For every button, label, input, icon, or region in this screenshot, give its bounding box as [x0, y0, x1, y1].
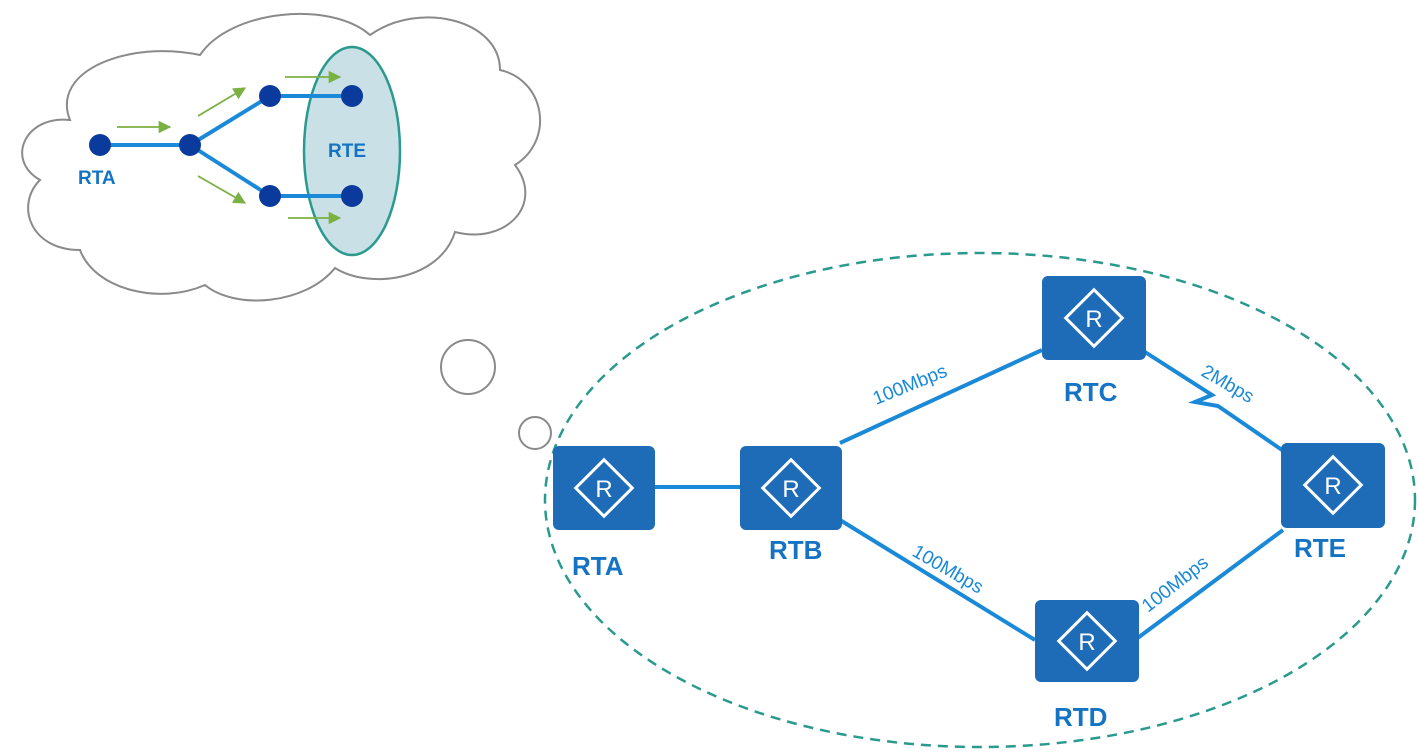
destination-highlight: [302, 45, 402, 257]
router-rte: R: [1281, 443, 1385, 528]
svg-text:R: R: [782, 476, 799, 503]
svg-text:R: R: [1324, 473, 1341, 500]
cloud-source-label: RTA: [78, 168, 116, 189]
router-label-rtc: RTC: [1064, 377, 1118, 407]
flow-arrow: [197, 175, 247, 204]
flow-arrows: [117, 70, 342, 225]
router-icon: R: [1302, 454, 1364, 516]
network-boundary: [543, 251, 1417, 749]
router-rtd: R: [1035, 600, 1139, 682]
svg-text:R: R: [1078, 629, 1095, 656]
thought-cloud: [21, 12, 552, 450]
node-dot: [259, 185, 281, 207]
router-icon: R: [760, 457, 822, 519]
flow-arrow: [197, 87, 247, 117]
thought-bubble-small: [518, 416, 552, 450]
node-dot: [179, 134, 201, 156]
router-rta: R: [553, 446, 655, 530]
link-rtb-rtd: [838, 518, 1037, 642]
topology-links: [655, 348, 1285, 642]
router-icon: R: [1063, 287, 1125, 349]
router-label-rte: RTE: [1294, 533, 1346, 563]
thought-bubble-large: [440, 339, 496, 395]
svg-text:R: R: [1085, 306, 1102, 333]
router-icon: R: [573, 457, 635, 519]
cloud-destination-label: RTE: [328, 141, 366, 162]
bandwidth-label-rtc-rte: 2Mbps: [1198, 361, 1258, 408]
router-label-rtb: RTB: [769, 535, 822, 565]
bandwidth-label-rtd-rte: 100Mbps: [1138, 552, 1213, 617]
cloud-nodes: [89, 85, 363, 207]
router-rtb: R: [740, 446, 842, 530]
svg-text:R: R: [595, 476, 612, 503]
bandwidth-label-rtb-rtc: 100Mbps: [870, 361, 950, 410]
node-dot-source: [89, 134, 111, 156]
router-label-rtd: RTD: [1054, 702, 1107, 732]
link-rtd-rte: [1133, 528, 1285, 642]
router-label-rta: RTA: [572, 551, 624, 581]
router-rtc: R: [1042, 276, 1146, 360]
link-rtb-rtc: [839, 348, 1043, 445]
node-dot: [259, 85, 281, 107]
node-dot-destination: [341, 185, 363, 207]
node-dot-destination: [341, 85, 363, 107]
cloud-links: [100, 94, 352, 198]
router-icon: R: [1056, 610, 1118, 672]
link-rtc-rte-serial: [1143, 350, 1284, 452]
